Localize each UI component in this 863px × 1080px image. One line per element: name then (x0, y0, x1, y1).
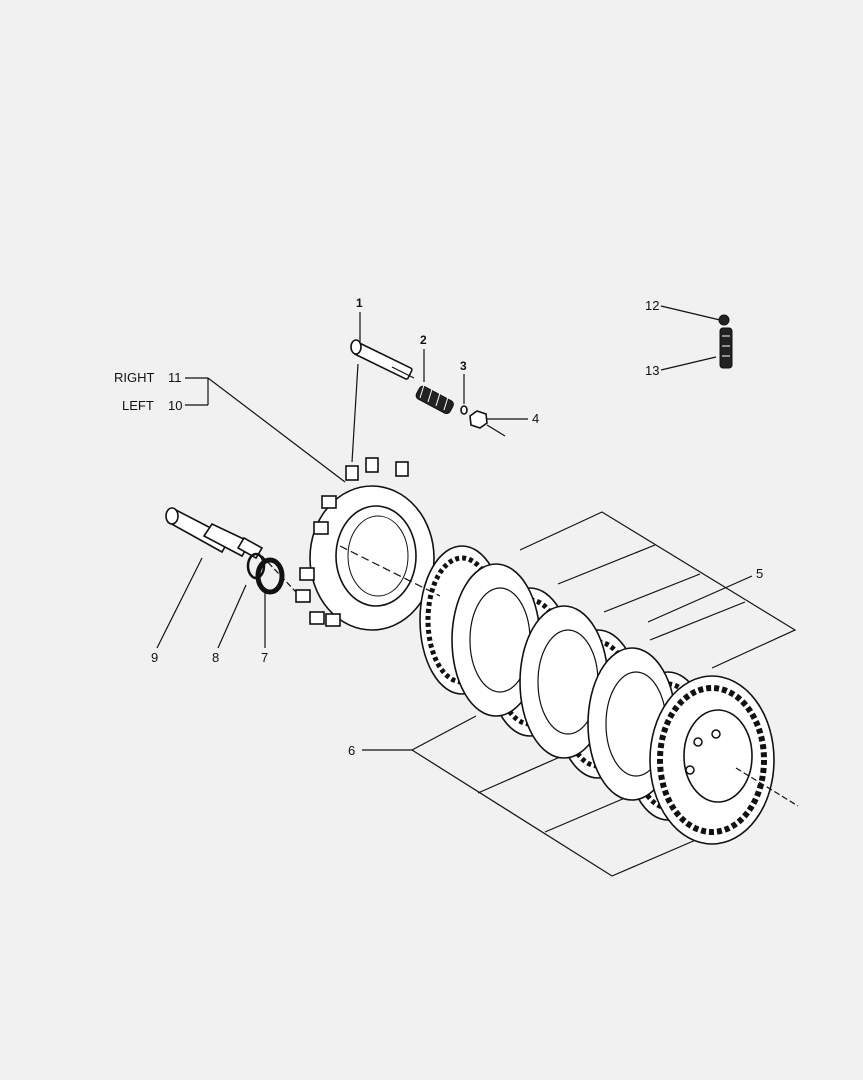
callout-12: 12 (645, 298, 659, 313)
bolt-part-1 (350, 339, 415, 380)
seal-ring-part-7 (255, 557, 285, 595)
callout-3: 3 (460, 359, 467, 373)
side-label-right: RIGHT (114, 370, 155, 385)
front-disc (649, 675, 799, 845)
leader-lines (156, 305, 753, 751)
callout-11: 11 (168, 370, 182, 385)
callout-13: 13 (645, 363, 659, 378)
callout-9: 9 (151, 650, 158, 665)
callout-4: 4 (532, 411, 539, 426)
callout-1: 1 (356, 296, 363, 310)
center-axis (339, 545, 441, 597)
callout-2: 2 (420, 333, 427, 347)
steel-plates-part-5 (451, 563, 677, 801)
spring-part-2 (415, 384, 454, 415)
fitting-part-12 (718, 314, 730, 326)
pressure-plate-part-10-11 (295, 457, 435, 631)
callout-8: 8 (212, 650, 219, 665)
fitting-part-13 (719, 327, 733, 369)
callout-7: 7 (261, 650, 268, 665)
callout-5: 5 (756, 566, 763, 581)
nut-part-4 (469, 410, 506, 437)
callout-6: 6 (348, 743, 355, 758)
shaft-part-9 (165, 507, 297, 593)
washer-part-3 (460, 405, 468, 415)
callout-10: 10 (168, 398, 182, 413)
side-label-left: LEFT (122, 398, 154, 413)
disc-group-brackets (411, 511, 797, 877)
